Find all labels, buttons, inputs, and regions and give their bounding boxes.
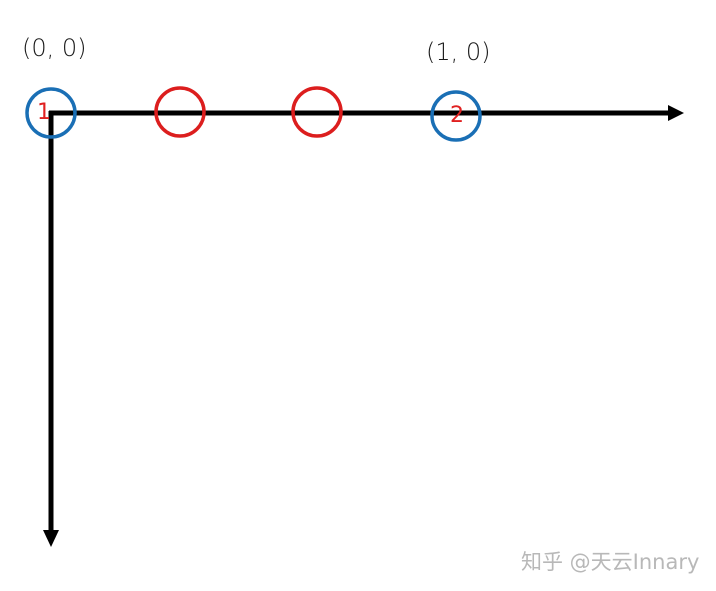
node-2-label: 2 [450, 103, 464, 128]
intermediate-node-a-circle [154, 86, 206, 138]
origin-label: (0, 0) [22, 34, 87, 62]
point-label: (1, 0) [426, 38, 491, 66]
node-1-circle [25, 87, 77, 139]
y-axis-arrow-icon [43, 530, 59, 547]
intermediate-node-b-circle [291, 86, 343, 138]
watermark: 知乎 @天云Innary [521, 550, 700, 574]
x-axis-arrow-icon [668, 105, 684, 121]
node-2-circle [430, 90, 482, 142]
node-1-label: 1 [37, 100, 51, 125]
